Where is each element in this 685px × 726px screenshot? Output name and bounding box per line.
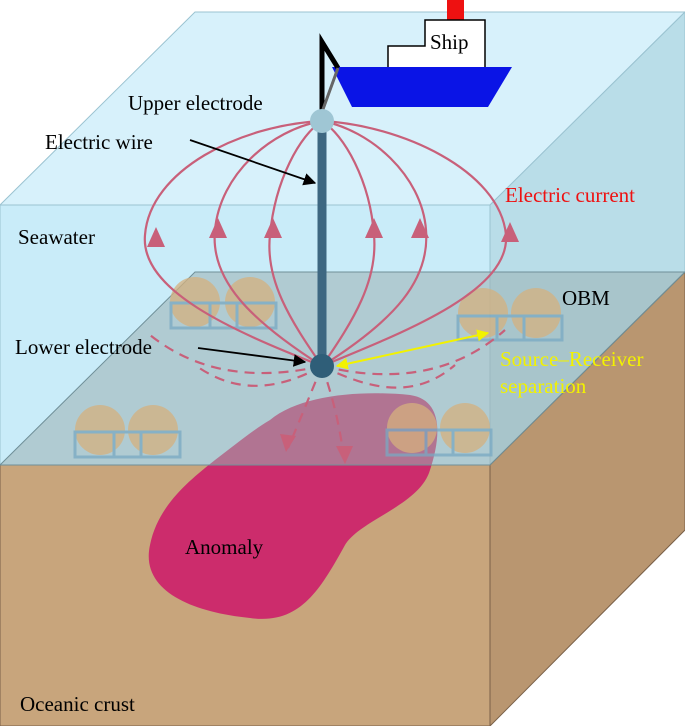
ship-label: Ship — [430, 30, 469, 54]
electric-current-label: Electric current — [505, 183, 635, 207]
ship-mast — [447, 0, 464, 20]
tow-cable-lower — [320, 67, 340, 113]
obm-receiver-back-right — [456, 288, 564, 342]
lower-electrode — [310, 354, 334, 378]
electric-wire-pointer — [189, 139, 317, 186]
upper-electrode-label: Upper electrode — [128, 91, 263, 115]
current-arrowheads — [147, 218, 519, 464]
oceanic-crust-label: Oceanic crust — [20, 692, 135, 716]
upper-electrode — [310, 109, 334, 133]
electric-wire-label: Electric wire — [45, 130, 153, 154]
lower-electrode-pointer — [197, 347, 307, 367]
lower-electrode-label: Lower electrode — [15, 335, 152, 359]
ship-hull — [332, 67, 512, 107]
obm-receiver-front-right — [385, 403, 493, 457]
seawater-label: Seawater — [18, 225, 95, 249]
obm-label: OBM — [562, 286, 610, 310]
tow-cable — [319, 33, 341, 112]
obm-receiver-front-left — [73, 405, 182, 459]
separation-label-line1: Source–Receiver — [500, 347, 643, 371]
separation-label-line2: separation — [500, 374, 587, 398]
anomaly-label: Anomaly — [185, 535, 264, 559]
separation-arrow — [335, 329, 490, 370]
